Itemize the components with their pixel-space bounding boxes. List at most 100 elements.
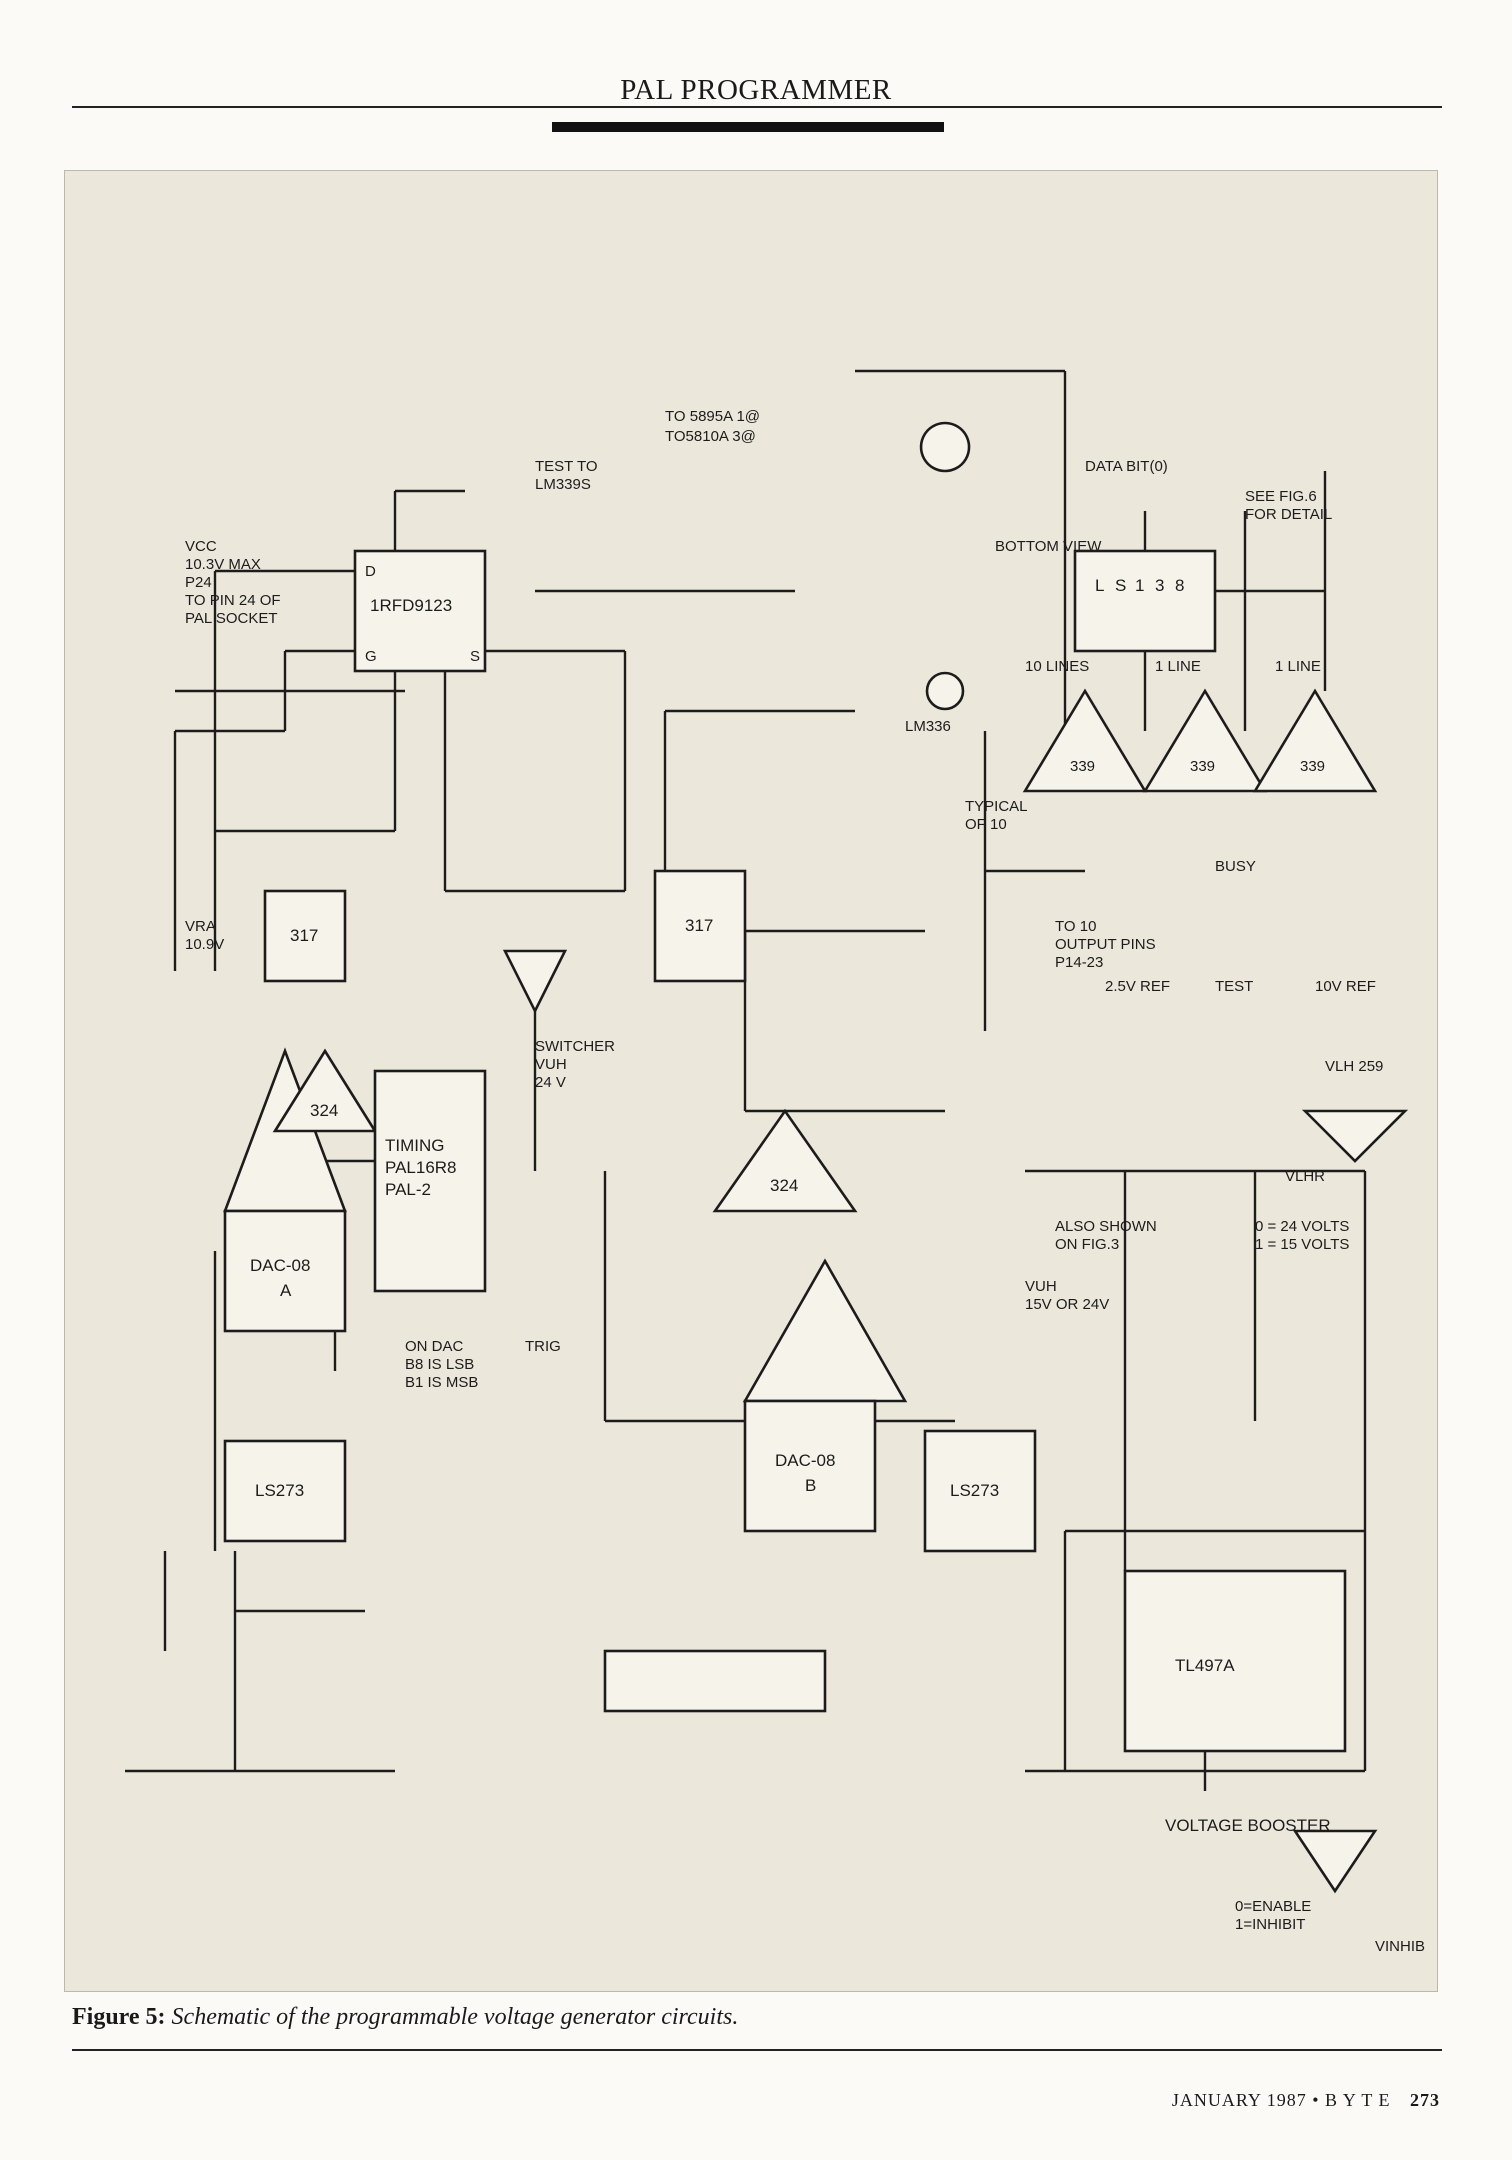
comparator-339-3	[1252, 688, 1378, 793]
dac-note-3: B1 IS MSB	[405, 1374, 478, 1391]
lines-label-3: 1 LINE	[1275, 658, 1321, 675]
tl497a-chip	[1123, 1569, 1347, 1753]
typical-of-label: OF 10	[965, 816, 1007, 833]
comparator-339-1	[1022, 688, 1148, 793]
switcher-note-3: 24 V	[535, 1074, 566, 1091]
dac-b-label: DAC-08	[775, 1451, 835, 1470]
ref-busy: BUSY	[1215, 858, 1256, 875]
figure-caption-label: Figure 5:	[72, 2004, 166, 2030]
inverter-06-a	[502, 949, 568, 1014]
ls138-1: 1	[1135, 576, 1144, 595]
fet-pin-d: D	[365, 563, 376, 580]
pal-chip-line-2: PAL16R8	[385, 1158, 457, 1177]
schematic-labels: VCC 10.3V MAX P24 TO PIN 24 OF PAL SOCKE…	[185, 408, 1425, 1955]
test-note-2: LM339S	[535, 476, 591, 493]
opamp-a-label: 324	[310, 1101, 338, 1120]
schematic-components	[223, 421, 1409, 1894]
fet-pin-s: S	[470, 648, 480, 665]
voltage-booster-label: VOLTAGE BOOSTER	[1165, 1816, 1331, 1835]
vcc-note-2: 10.3V MAX	[185, 556, 261, 573]
volts-note-2: 1 = 15 VOLTS	[1255, 1236, 1349, 1253]
ls138-8: 8	[1175, 576, 1184, 595]
vcc-note-1: VCC	[185, 538, 217, 555]
vra-note-1: VRA	[185, 918, 216, 935]
ref-2-5v: 2.5V REF	[1105, 978, 1170, 995]
bottom-view-label: BOTTOM VIEW	[995, 538, 1102, 555]
also-shown-1: ALSO SHOWN	[1055, 1218, 1157, 1235]
vcc-note-3: P24	[185, 574, 212, 591]
transistor-bottom-view	[919, 421, 971, 473]
schematic-diagram: VCC 10.3V MAX P24 TO PIN 24 OF PAL SOCKE…	[125, 369, 1425, 1955]
dac-b-body	[743, 1399, 877, 1533]
dac-b-chip	[742, 1258, 908, 1403]
opamp-324-b	[712, 1108, 858, 1213]
ref-vinhib: VINHIB	[1375, 1938, 1425, 1955]
capacitor-bank	[603, 1649, 827, 1713]
see-fig-1: SEE FIG.6	[1245, 488, 1317, 505]
ls138-l: L	[1095, 576, 1104, 595]
lm336-label: LM336	[905, 718, 951, 735]
ls138-3: 3	[1155, 576, 1164, 595]
dac-a-letter: A	[280, 1281, 292, 1300]
ref-test: TEST	[1215, 978, 1253, 995]
comp-339-3-label: 339	[1300, 758, 1325, 775]
footer-issue: JANUARY 1987 • B Y T E	[1171, 2090, 1391, 2110]
ls273-a-chip	[223, 1439, 347, 1543]
dac-note-1: ON DAC	[405, 1338, 464, 1355]
comp-339-1-label: 339	[1070, 758, 1095, 775]
figure-frame: VCC 10.3V MAX P24 TO PIN 24 OF PAL SOCKE…	[64, 170, 1438, 1992]
dac-b-letter: B	[805, 1476, 816, 1495]
ref-10v: 10V REF	[1315, 978, 1376, 995]
also-shown-2: ON FIG.3	[1055, 1236, 1119, 1253]
page-footer: JANUARY 1987 • B Y T E 273	[1172, 2090, 1440, 2111]
vra-note-2: 10.9V	[185, 936, 224, 953]
dac-a-body	[223, 1209, 347, 1333]
switcher-note-1: SWITCHER	[535, 1038, 615, 1055]
reg-a-label: 317	[290, 926, 318, 945]
tl497-label: TL497A	[1175, 1656, 1235, 1675]
figure-caption: Figure 5: Schematic of the programmable …	[72, 2004, 1442, 2051]
switcher-note-2: VUH	[535, 1056, 567, 1073]
to-output-1: TO 10	[1055, 918, 1096, 935]
test-note-1: TEST TO	[535, 458, 598, 475]
figure-caption-text: Schematic of the programmable voltage ge…	[171, 2004, 739, 2030]
volts-note-1: 0 = 24 VOLTS	[1255, 1218, 1349, 1235]
header-rule	[72, 106, 1442, 108]
lm336-reference	[925, 671, 965, 711]
ref-vlhr: VLHR	[1285, 1168, 1325, 1185]
enable-note-1: 0=ENABLE	[1235, 1898, 1311, 1915]
ls273-b-label: LS273	[950, 1481, 999, 1500]
regulator-317-b	[653, 869, 747, 983]
page-header-title: PAL PROGRAMMER	[620, 74, 892, 106]
lines-label-1: 10 LINES	[1025, 658, 1089, 675]
header-bar	[552, 122, 944, 132]
see-fig-2: FOR DETAIL	[1245, 506, 1332, 523]
vcc-note-5: PAL SOCKET	[185, 610, 278, 627]
fet-1rfd9123	[353, 549, 487, 673]
ls273-b-chip	[923, 1429, 1037, 1553]
to-output-2: OUTPUT PINS	[1055, 936, 1156, 953]
data-bit-label: DATA BIT(0)	[1085, 458, 1168, 475]
opamp-b-label: 324	[770, 1176, 798, 1195]
ref-vlh: VLH 259	[1325, 1058, 1383, 1075]
target-5810a: TO5810A 3@	[665, 428, 756, 445]
vcc-note-4: TO PIN 24 OF	[185, 592, 281, 609]
ref-trig: TRIG	[525, 1338, 561, 1355]
enable-note-2: 1=INHIBIT	[1235, 1916, 1305, 1933]
vuh-note-2: 15V OR 24V	[1025, 1296, 1109, 1313]
vuh-note-1: VUH	[1025, 1278, 1057, 1295]
comparator-339-2	[1142, 688, 1268, 793]
inverter-06-b	[1292, 1829, 1378, 1894]
fet-pin-g: G	[365, 648, 377, 665]
ls273-a-label: LS273	[255, 1481, 304, 1500]
ls138-chip	[1073, 549, 1217, 653]
target-5895a: TO 5895A 1@	[665, 408, 760, 425]
pal-timing-chip	[373, 1069, 487, 1293]
ls138-s: S	[1115, 576, 1126, 595]
dac-note-2: B8 IS LSB	[405, 1356, 474, 1373]
fet-part: 1RFD9123	[370, 596, 452, 615]
pal-chip-line-1: TIMING	[385, 1136, 445, 1155]
pal-chip-line-3: PAL-2	[385, 1180, 431, 1199]
regulator-317-a	[263, 889, 347, 983]
footer-page-number: 273	[1410, 2090, 1440, 2110]
